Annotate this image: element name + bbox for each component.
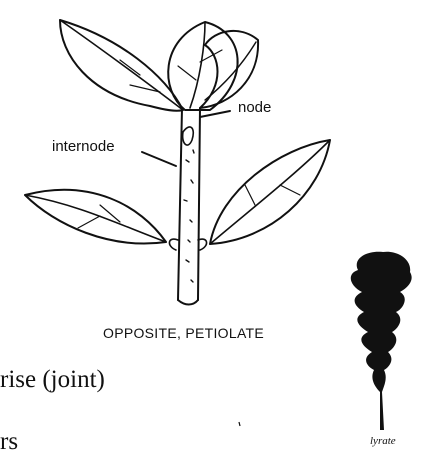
node-bud-lower-left [169, 239, 178, 250]
text-line-2: rs [0, 428, 18, 456]
leaf-lower-right-midrib [210, 140, 330, 244]
leaf-top-center-midrib [190, 22, 205, 108]
leaf-lower-left-vein-2 [78, 216, 100, 228]
internode-leader-line [142, 152, 176, 166]
leaf-top-center-vein-1 [178, 66, 196, 80]
leaf-lower-right-vein-1 [245, 185, 255, 205]
internode-label: internode [52, 138, 115, 155]
node-bud-upper [183, 127, 194, 145]
leaf-top-left-midrib [60, 20, 183, 110]
lyrate-leaf-silhouette [351, 252, 412, 430]
leaf-lower-left [25, 190, 166, 244]
leaf-lower-right-vein-2 [280, 185, 300, 195]
leaf-top-left-vein-1 [120, 60, 140, 75]
text-line-1: rise (joint) [0, 366, 105, 394]
node-leader-line [200, 111, 230, 117]
dash-mark [239, 422, 240, 426]
stem [178, 108, 200, 300]
node-label: node [238, 99, 271, 116]
stem-base [178, 300, 198, 305]
stem-texture [184, 150, 194, 282]
figure-caption: OPPOSITE, PETIOLATE [103, 325, 264, 341]
lyrate-label: lyrate [370, 435, 396, 447]
